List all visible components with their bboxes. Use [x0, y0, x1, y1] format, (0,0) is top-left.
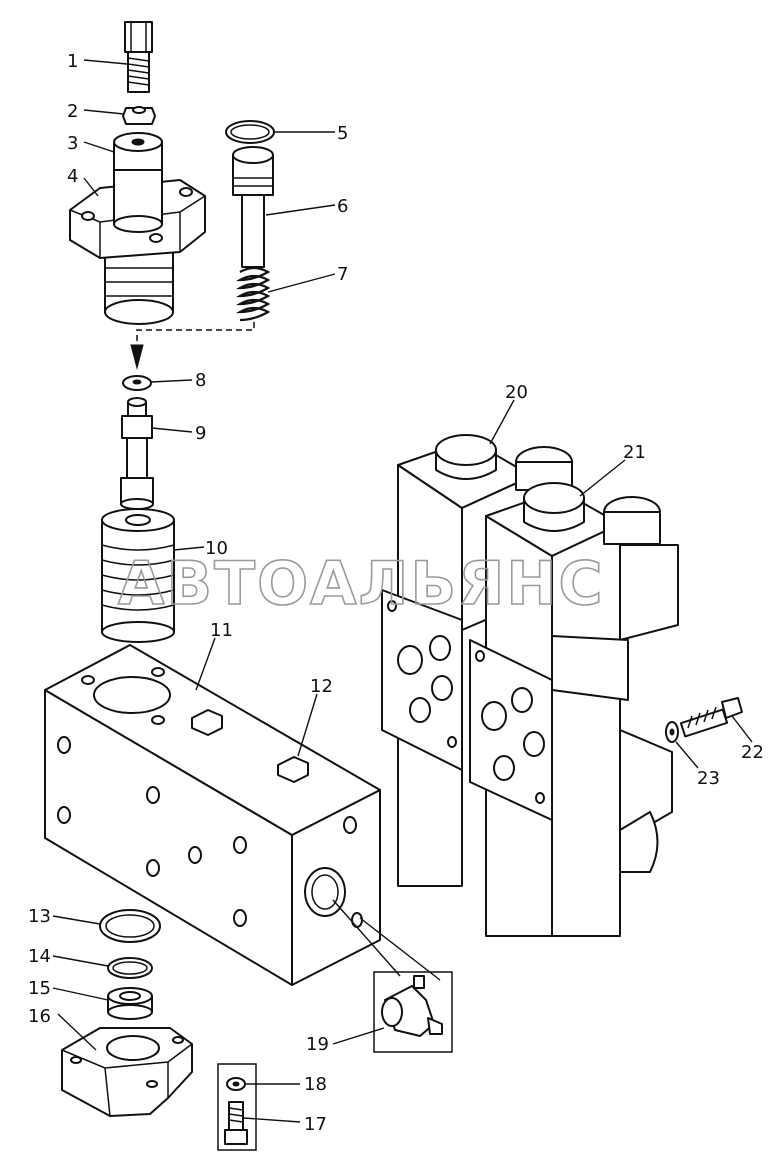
callout-16: 16	[28, 1006, 51, 1027]
part-2-nut	[122, 106, 156, 125]
watermark-text: АВТОАЛЬЯНС	[118, 549, 605, 619]
callout-23: 23	[697, 768, 720, 789]
part-17-18-frame	[217, 1063, 257, 1151]
callout-10: 10	[205, 538, 228, 559]
callout-4: 4	[67, 166, 78, 187]
callout-17: 17	[304, 1114, 327, 1135]
callout-15: 15	[28, 978, 51, 999]
assembly-dashed-line	[136, 322, 255, 350]
assembly-arrow-head	[130, 344, 144, 370]
callout-14: 14	[28, 946, 51, 967]
callout-1: 1	[67, 51, 78, 72]
part-23-washer	[665, 721, 679, 743]
callout-labels: 1 2 3 4 5 6 7 8 9 10 11 12 13 14 15 16 1…	[28, 51, 764, 1135]
part-1-bolt	[124, 21, 153, 93]
part-9-spool	[120, 397, 154, 510]
part-14-o-ring	[107, 957, 153, 979]
callout-9: 9	[195, 423, 206, 444]
callout-20: 20	[505, 382, 528, 403]
callout-18: 18	[304, 1074, 327, 1095]
callout-21: 21	[623, 442, 646, 463]
part-10-valve-body	[101, 508, 175, 643]
callout-2: 2	[67, 101, 78, 122]
callout-8: 8	[195, 370, 206, 391]
callout-7: 7	[337, 264, 348, 285]
part-13-o-ring	[99, 909, 161, 943]
part-22-bolt	[679, 697, 743, 738]
part-8-washer	[122, 375, 152, 391]
callout-13: 13	[28, 906, 51, 927]
callout-22: 22	[741, 742, 764, 763]
part-16-cover-flange	[61, 1027, 193, 1117]
part-3-4-flange-sleeve	[69, 132, 206, 325]
callout-6: 6	[337, 196, 348, 217]
callout-11: 11	[210, 620, 233, 641]
part-11-housing	[44, 644, 381, 986]
part-19-fitting-frame	[373, 971, 453, 1053]
callout-3: 3	[67, 133, 78, 154]
callout-12: 12	[310, 676, 333, 697]
leader-lines	[52, 59, 753, 1123]
part-5-o-ring	[225, 120, 275, 144]
callout-5: 5	[337, 123, 348, 144]
part-15-plug	[107, 987, 153, 1020]
part-7-spring	[235, 266, 271, 322]
valve-assembly-20-21	[381, 434, 679, 937]
callout-19: 19	[306, 1034, 329, 1055]
part-6-piston	[232, 146, 274, 268]
